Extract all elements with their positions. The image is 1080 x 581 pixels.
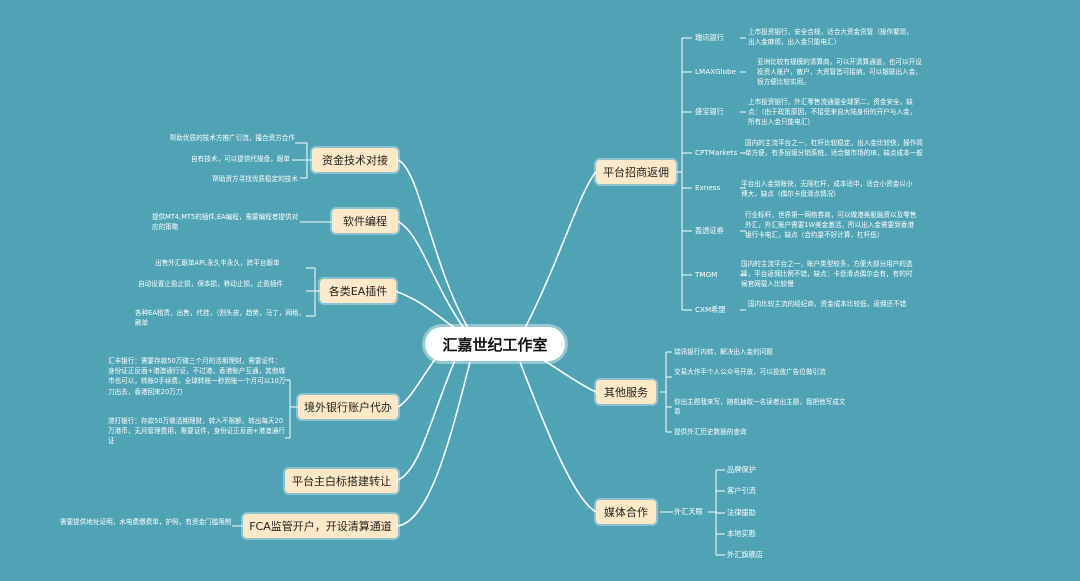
leaf-other-2: 交易大作手个人公众号开放，可以投放广告位做引流 [674, 368, 826, 376]
leaf-other-3: 你出主题我来写，随机抽取一名读者出主题，我把他写成文章 [674, 398, 846, 417]
platform-desc-5: 平台出入金到账快，无限杠杆，成本适中，适合小资金以小博大，缺点（偶尔卡盘滑点情况… [741, 180, 913, 199]
leaf-ea-1: 出售外汇跟单API,永久半永久，跨平台跟单 [155, 259, 280, 267]
link-ea [394, 290, 461, 333]
node-fca: FCA监管开户，开设清算通道 [243, 514, 398, 538]
link-bank [397, 351, 441, 408]
link-fca [397, 361, 471, 527]
leaf-ruanjian-1: 提供MT4,MT5的插件,EA编程，需要编程者提供对应的策略 [152, 213, 299, 232]
media-item-4: 本地实勘 [727, 529, 756, 538]
node-platform: 平台招商返佣 [596, 160, 676, 184]
platform-name-5: Exness [695, 183, 721, 192]
node-media: 媒体合作 [596, 500, 656, 524]
platform-name-2: LMAXGlobe [695, 67, 736, 76]
center-node-title: 汇嘉世纪工作室 [425, 327, 565, 361]
node-other: 其他服务 [596, 380, 656, 404]
link-zijin [397, 159, 469, 329]
platform-desc-4: 国内的主流平台之一，杠杆比较稳定，出入金比较快，操作简单方便，有多层级分销系统，… [745, 139, 924, 158]
platform-name-4: CPTMarkets [695, 148, 738, 157]
link-baipai [397, 359, 456, 481]
platform-desc-7: 国内的主流平台之一，账户类型较多，方便大部分用户的选择，平台返佣比例不错，缺点：… [741, 260, 913, 289]
media-item-2: 客户引流 [727, 486, 756, 495]
link-other [539, 357, 597, 393]
media-item-3: 法律援助 [727, 508, 756, 517]
platform-desc-8: 国内比较主流的经纪商，资金成本比较低，返佣还不错 [748, 300, 907, 308]
leaf-bank-1: 汇丰银行：需要存款50万做三个月的活期理财，需要证件：身份证正反面+港澳通行证，… [108, 357, 286, 396]
node-zijin: 资金技术对接 [312, 148, 398, 172]
platform-desc-2: 亚洲比较有规模的清算商，可以开清算通道，也可以开设投资人账户，散户，大资管皆可接… [757, 58, 922, 87]
platform-desc-6: 行业标杆，世界第一网络券商，可以做港美股融资以及零售外汇，外汇账户需要1W美金激… [745, 211, 917, 240]
leaf-ea-3: 各种EA租赁，出售，代挂，（割头皮，趋势，马丁，网格，刷单 [135, 309, 306, 328]
link-ruanjian [394, 219, 466, 331]
media-item-5: 外汇旗舰店 [727, 550, 763, 559]
media-sub-label: 外汇天眼 [674, 507, 703, 516]
leaf-other-4: 提供外汇历史数据的查询 [674, 428, 747, 436]
platform-desc-3: 上市投资银行，外汇零售流通量全球第二，资金安全，缺点：（由于政策原因，不接受来自… [748, 98, 917, 127]
platform-name-7: TMGM [695, 270, 718, 279]
leaf-zijin-3: 帮助资方寻找优质稳定的技术 [212, 175, 298, 183]
node-bank: 境外银行账户代办 [298, 395, 398, 419]
platform-name-6: 盈透证券 [695, 226, 724, 235]
node-baipai: 平台主白标搭建转让 [285, 469, 398, 493]
leaf-zijin-2: 自有技术，可以提供代操盘，跟单 [191, 155, 290, 163]
leaf-other-1: 瑞讯银行内转，解决出入金的问题 [674, 348, 773, 356]
platform-name-8: CXM希盟 [695, 305, 726, 314]
link-media [519, 361, 597, 513]
platform-desc-1: 上市投资银行，安全合规，适合大资金货管（操作繁琐，出入金麻烦，出入金只能电汇） [748, 28, 913, 47]
platform-name-3: 盛宝银行 [695, 107, 724, 116]
leaf-bank-2: 渣打银行：存款50万做活期理财，转入不限额，转出每天20万港币，无月管理费用，需… [108, 417, 285, 446]
platform-name-1: 瑞讯银行 [695, 33, 724, 42]
node-ruanjian: 软件编程 [332, 209, 398, 233]
leaf-fca-1: 需要提供地址证明，水电费缴费单，护照，有资金门槛限制 [60, 518, 232, 526]
leaf-ea-2: 自动设置止盈止损，保本损，移动止损，止盈插件 [138, 280, 284, 288]
leaf-zijin-1: 帮助优质的技术方推广引流，撮合资方合作 [169, 134, 295, 142]
media-item-1: 品牌保护 [727, 465, 756, 474]
link-platform [524, 171, 597, 329]
node-ea: 各类EA插件 [320, 279, 396, 303]
